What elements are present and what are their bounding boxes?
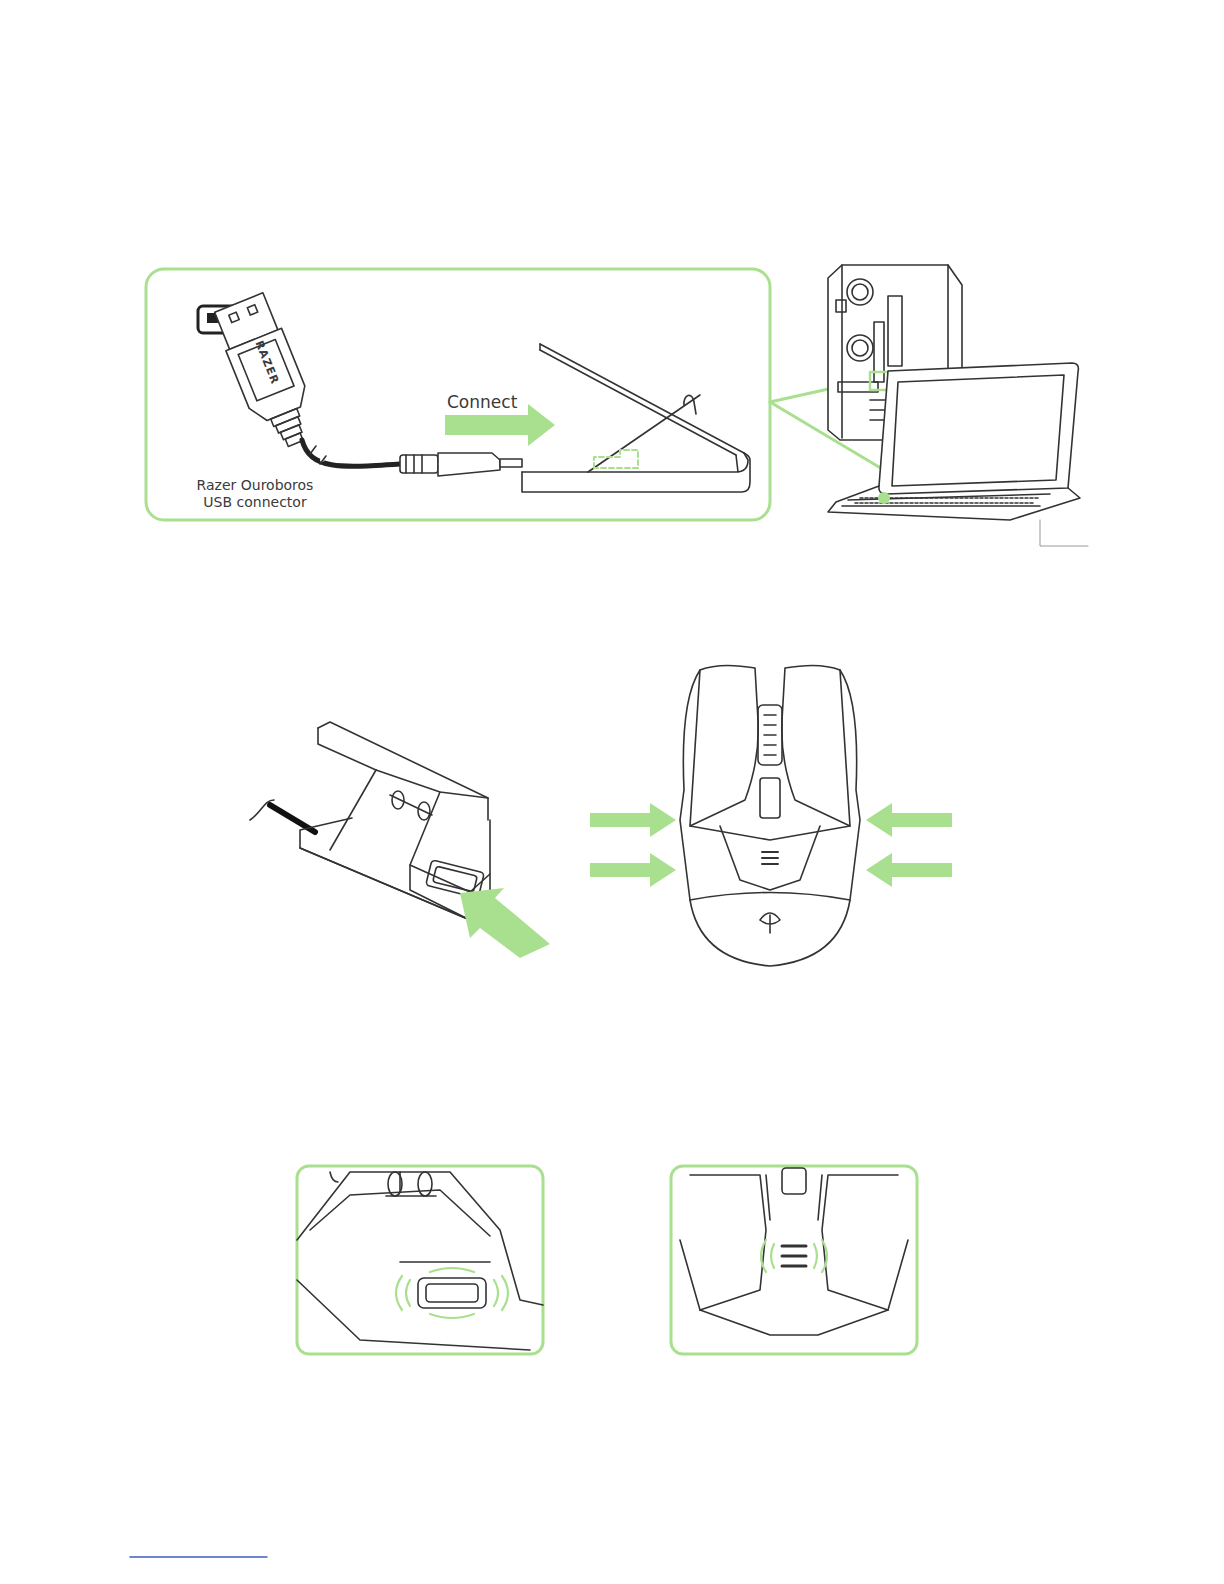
arrow-label: Connect <box>447 392 517 412</box>
dock-closeup <box>297 1172 543 1350</box>
dock-perspective <box>250 722 550 958</box>
green-panel <box>146 269 770 520</box>
squeeze-arrows <box>590 803 952 887</box>
dock-side <box>522 344 750 492</box>
mouse-top <box>680 665 860 966</box>
part-label: Razer Ouroboros USB connector <box>185 477 325 511</box>
laptop <box>828 363 1088 546</box>
mouse-closeup <box>680 1168 908 1335</box>
usb-plug <box>211 291 324 454</box>
